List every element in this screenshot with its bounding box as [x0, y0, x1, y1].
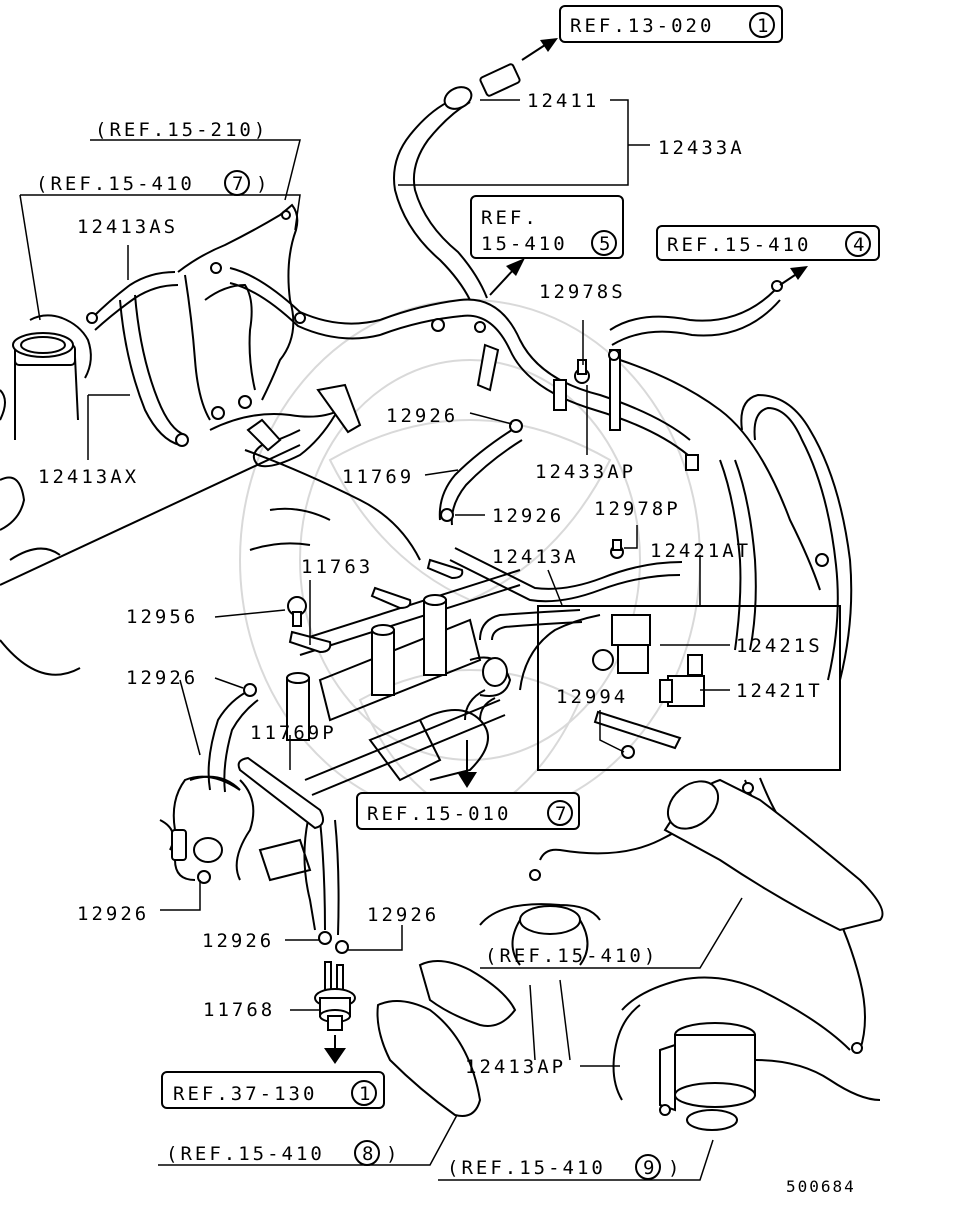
drawing-code: 500684 [786, 1177, 856, 1196]
ref-15-410-9-close: ) [668, 1157, 682, 1179]
ref-15-410-4-circle [845, 231, 871, 257]
label-12994: 12994 [556, 686, 628, 708]
ref-15-210-text: (REF.15-210) [95, 119, 268, 141]
ref-15-410-7-num: 7 [232, 173, 243, 195]
label-11763: 11763 [301, 556, 373, 578]
label-12433AP: 12433AP [535, 461, 636, 483]
ref-15-410-5-circle [591, 230, 617, 256]
solenoid-detail-box [537, 605, 841, 771]
label-11769P: 11769P [250, 722, 337, 744]
leader-lines [19, 99, 743, 1181]
ref-15-410-text: (REF.15-410) [485, 945, 658, 967]
labels: REF.13-020 1 12411 12433A (REF.15-210) (… [36, 12, 871, 1196]
label-12956: 12956 [126, 606, 198, 628]
label-12926-b: 12926 [492, 505, 564, 527]
label-12413A: 12413A [492, 546, 579, 568]
label-12926-d: 12926 [77, 903, 149, 925]
label-12926-c: 12926 [126, 667, 198, 689]
ref-37-130-1-circle [351, 1080, 377, 1106]
ref-13-020-num: 1 [757, 15, 768, 37]
label-12413AP: 12413AP [465, 1056, 566, 1078]
ref-15-010-7-circle [547, 800, 573, 826]
label-12926-e: 12926 [367, 904, 439, 926]
ref-15-410-7-text: (REF.15-410 [36, 173, 195, 195]
label-12978S: 12978S [539, 281, 626, 303]
label-12978P: 12978P [594, 498, 681, 520]
ref-13-020-box [559, 5, 783, 43]
label-12411: 12411 [527, 90, 599, 112]
ref-15-410-8-text: (REF.15-410 [166, 1143, 325, 1165]
ref-15-410-7-circle [224, 170, 250, 196]
ref-15-410-5-text-a: REF. [481, 207, 539, 229]
label-12413AS: 12413AS [77, 216, 178, 238]
label-12413AX: 12413AX [38, 466, 139, 488]
ref-37-130-1-text: REF.37-130 [173, 1083, 317, 1105]
engine-outline [0, 203, 521, 882]
label-12421S: 12421S [736, 635, 823, 657]
components [86, 63, 884, 1131]
label-12433A: 12433A [658, 137, 745, 159]
ref-15-010-7-text: REF.15-010 [367, 803, 511, 825]
label-12421AT: 12421AT [650, 540, 751, 562]
ref-37-130-1-box [161, 1071, 385, 1109]
ref-15-410-4-text: REF.15-410 [667, 234, 811, 256]
ref-37-130-1-num: 1 [359, 1083, 370, 1105]
label-12421T: 12421T [736, 680, 823, 702]
ref-15-010-7-box [356, 792, 580, 830]
ref-15-410-5-box [470, 195, 624, 259]
ref-15-410-4-num: 4 [853, 234, 864, 256]
ref-15-410-5-num: 5 [599, 233, 610, 255]
ref-15-410-4-box [656, 225, 880, 261]
reference-arrows [324, 38, 808, 1064]
ref-15-410-5-text-b: 15-410 [481, 233, 568, 255]
ref-15-410-9-num: 9 [643, 1157, 654, 1179]
ref-15-010-7-num: 7 [555, 803, 566, 825]
ref-15-410-7-close: ) [256, 173, 270, 195]
label-12926-f: 12926 [202, 930, 274, 952]
ref-13-020-circle [749, 12, 775, 38]
ref-15-410-8-close: ) [386, 1143, 400, 1165]
ref-15-410-9-circle [635, 1154, 661, 1180]
ref-15-410-8-circle [354, 1140, 380, 1166]
ref-15-410-8-num: 8 [362, 1143, 373, 1165]
label-12926-a: 12926 [386, 405, 458, 427]
reference-boxes [161, 5, 880, 1109]
label-11769: 11769 [342, 466, 414, 488]
ref-13-020-text: REF.13-020 [570, 15, 714, 37]
label-11768: 11768 [203, 999, 275, 1021]
ref-15-410-9-text: (REF.15-410 [447, 1157, 606, 1179]
